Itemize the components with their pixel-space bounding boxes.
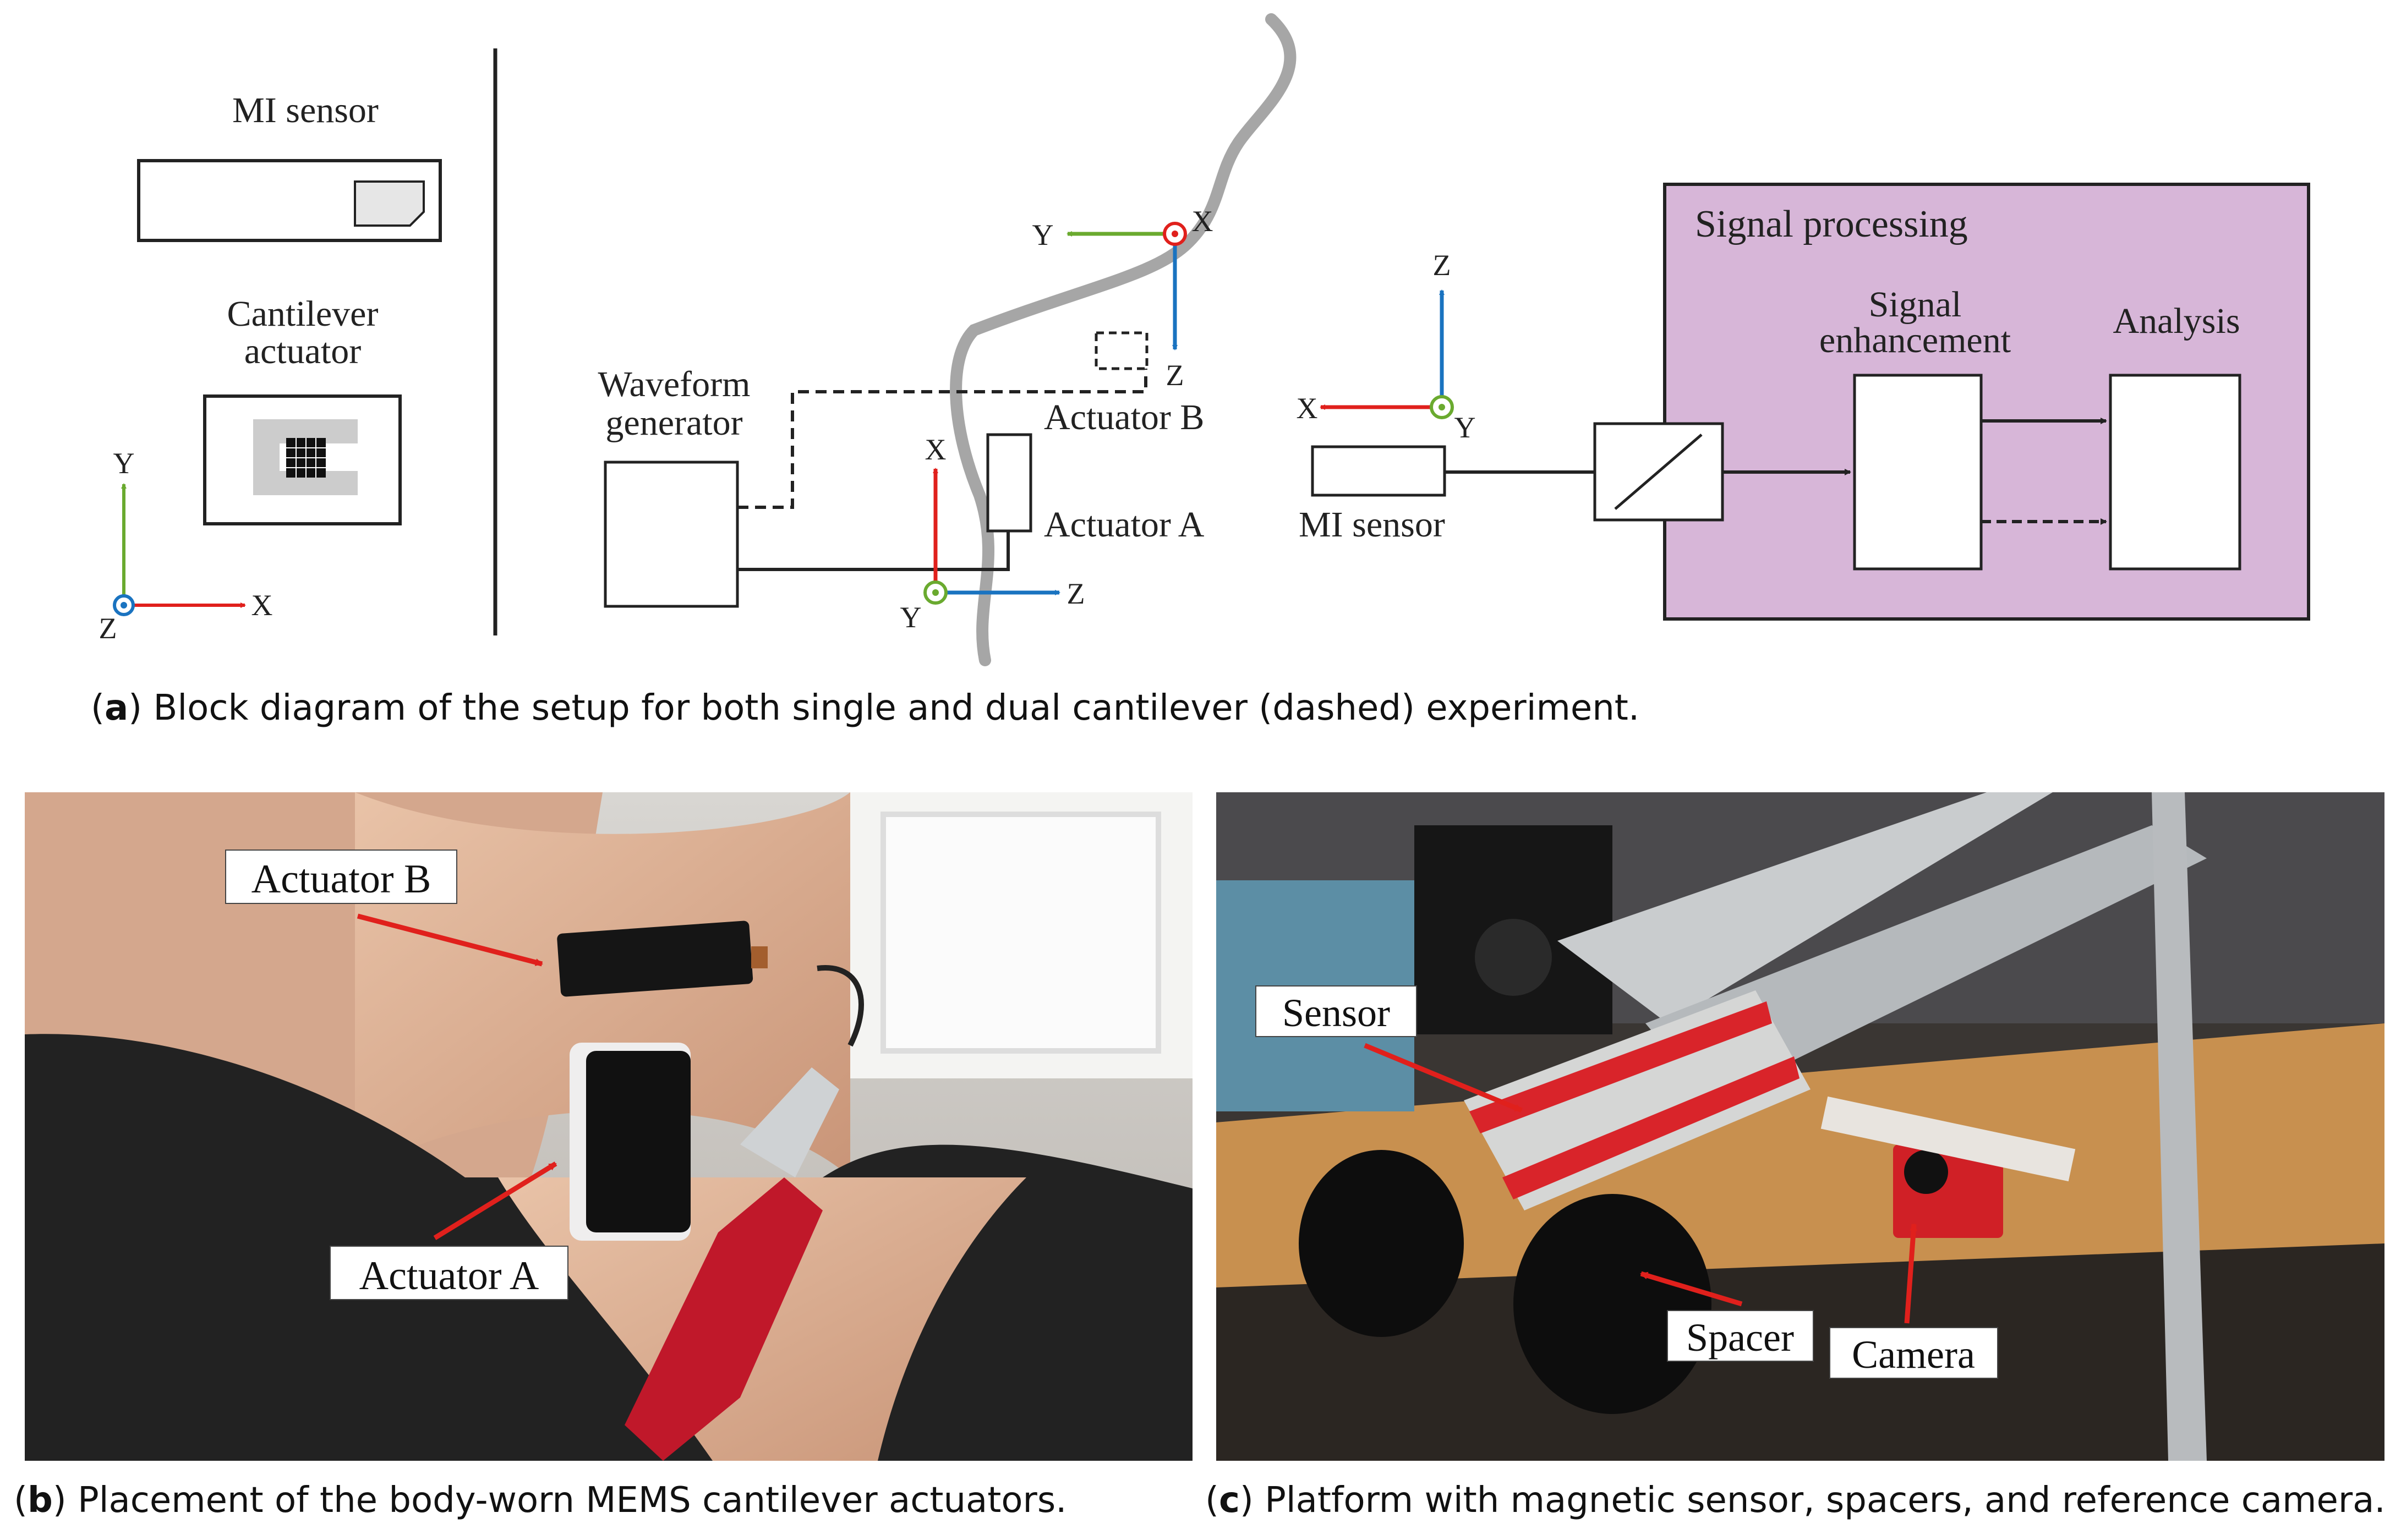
signal-enhancement-box <box>1853 374 1983 571</box>
legend-axis-y: Y <box>113 447 135 480</box>
mi-sensor-box <box>1311 445 1446 497</box>
legend-cantilever-label-2: actuator <box>244 331 362 371</box>
waveform-label-1: Waveform <box>598 364 751 404</box>
wire-actuator-a <box>737 531 1010 571</box>
signal-enhancement-label-1: Signal <box>1869 284 1962 325</box>
signal-processing-label: Signal processing <box>1695 203 1968 245</box>
waveform-generator-box <box>604 461 739 608</box>
mid-axis-x: X <box>925 433 947 466</box>
top-axis-x: X <box>1192 205 1213 238</box>
legend-mi-sensor-chip <box>354 180 425 227</box>
right-axis-z: Z <box>1433 249 1451 282</box>
legend-cantilever-shape <box>253 419 358 495</box>
legend-axis-z: Z <box>99 612 117 645</box>
neck-outline <box>950 13 1297 666</box>
caption-c: (c) Platform with magnetic sensor, space… <box>1205 1480 2386 1521</box>
right-axis-x: X <box>1297 392 1318 425</box>
right-axis-y: Y <box>1454 411 1476 444</box>
photo-sensor-platform <box>1216 792 2384 1461</box>
caption-b: (b) Placement of the body-worn MEMS cant… <box>14 1480 1067 1521</box>
mid-axis-z: Z <box>1067 577 1085 610</box>
analysis-label: Analysis <box>2113 301 2240 341</box>
mid-axis-y: Y <box>900 601 922 634</box>
signal-enhancement-label-2: enhancement <box>1819 320 2011 360</box>
legend-cantilever-label-1: Cantilever <box>227 294 379 334</box>
waveform-label-2: generator <box>605 403 742 443</box>
actuator-a-box <box>986 433 1032 533</box>
wire-actuator-b-dashed <box>737 369 1147 509</box>
actuator-b-label: Actuator B <box>1044 397 1204 437</box>
legend-mi-sensor-label: MI sensor <box>232 90 379 130</box>
top-axis-y: Y <box>1032 218 1054 251</box>
analysis-box <box>2109 374 2241 571</box>
legend-axis-x: X <box>251 589 273 622</box>
top-axis-z: Z <box>1166 359 1184 392</box>
caption-a: (a) Block diagram of the setup for both … <box>91 688 1640 728</box>
actuator-b-box <box>1095 331 1148 370</box>
block-diagram: MI sensor Cantilever actuator Y X Z Wave… <box>99 13 2310 666</box>
actuator-a-label: Actuator A <box>1044 505 1205 545</box>
mi-sensor-label: MI sensor <box>1299 505 1445 545</box>
photo-neck-actuators <box>25 792 1193 1461</box>
